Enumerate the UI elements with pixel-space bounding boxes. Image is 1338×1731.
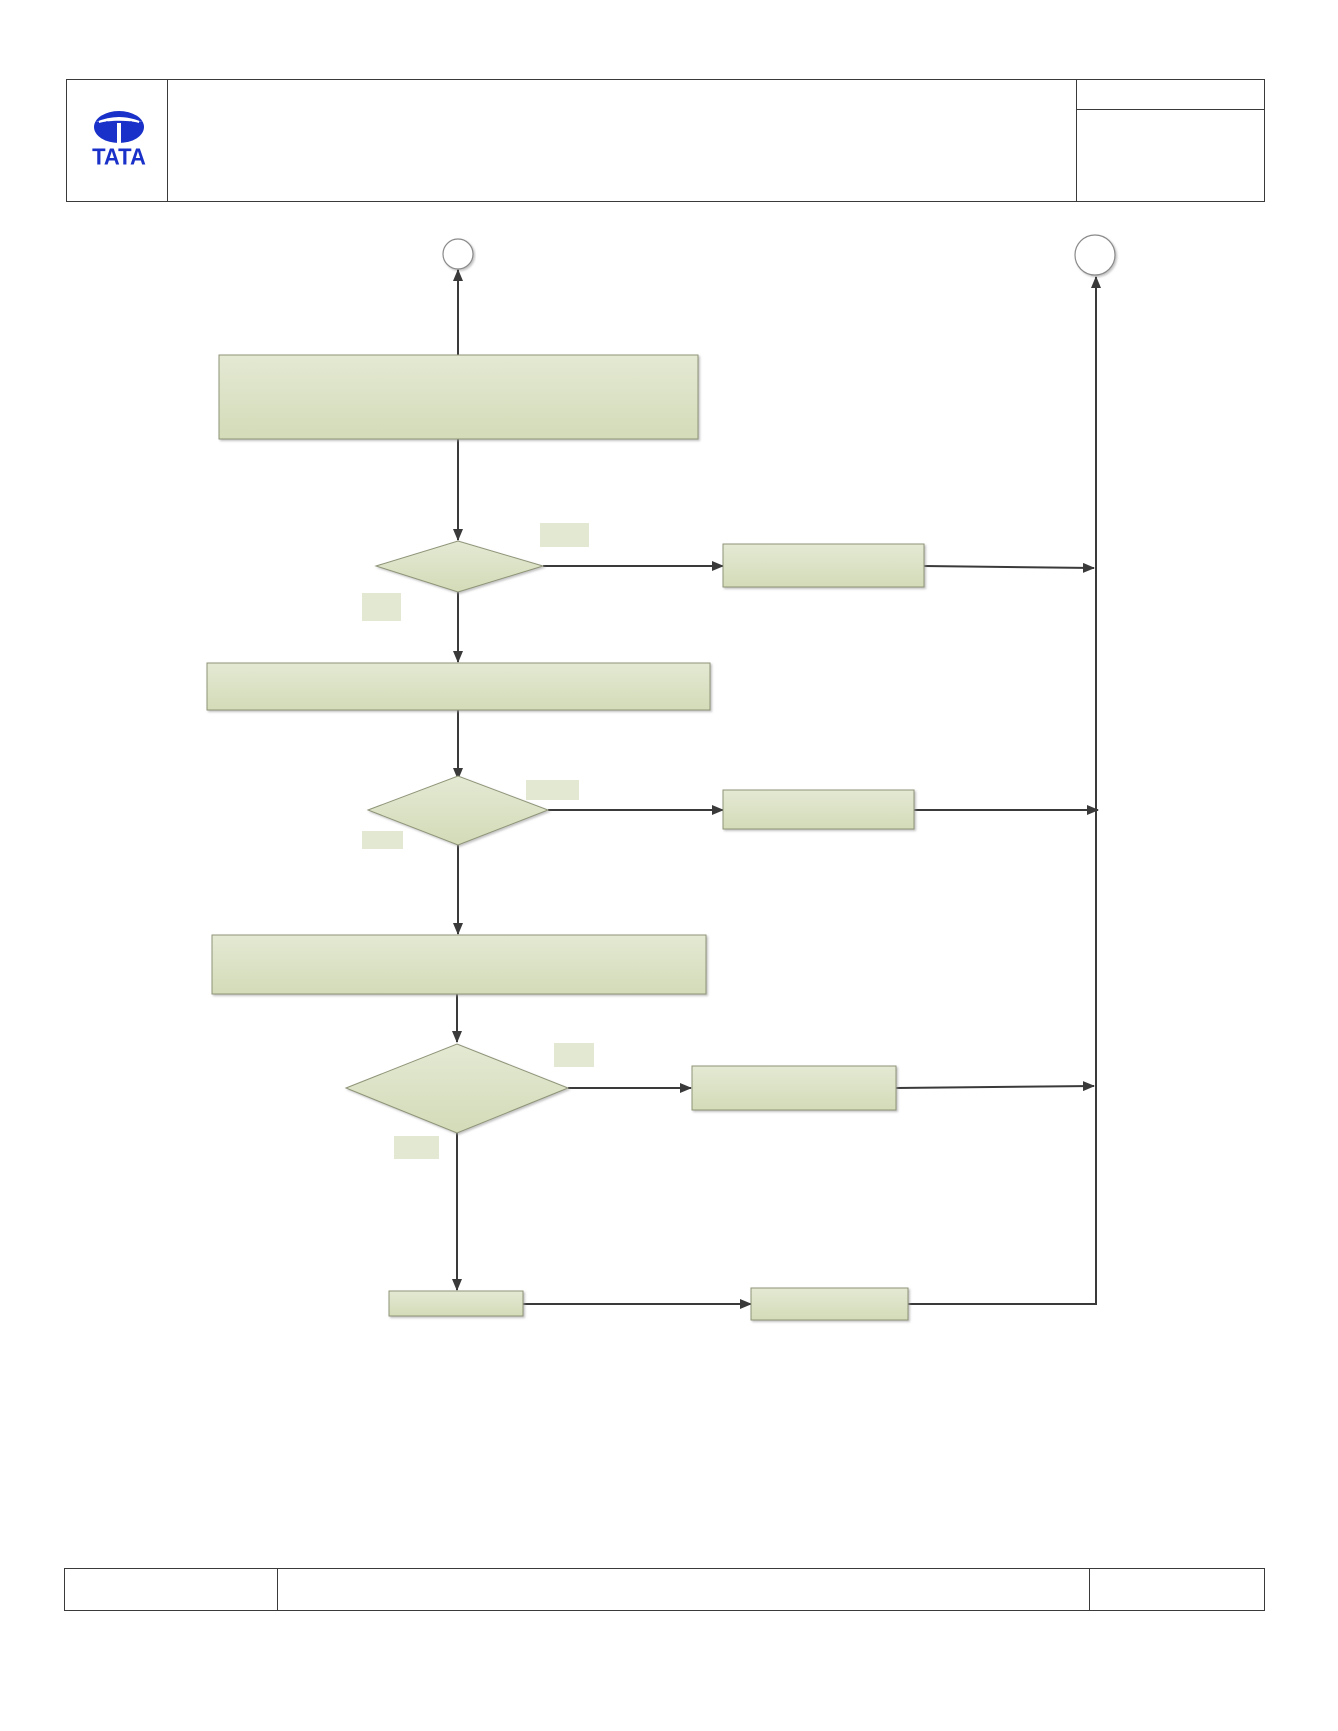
top-connector-left <box>442 238 474 270</box>
decision-3-yes-label <box>554 1043 594 1067</box>
decision-2 <box>366 775 550 846</box>
decision-1-no-label <box>362 593 401 621</box>
process-2 <box>206 662 711 711</box>
return-line <box>908 276 1101 1305</box>
process-4 <box>388 1290 524 1317</box>
footer-left-cell <box>64 1568 278 1611</box>
decision-1 <box>374 540 545 593</box>
decision-2-no-label <box>362 831 403 849</box>
side-action-2 <box>722 789 915 830</box>
tata-logo: TATA <box>84 106 154 172</box>
decision-2-yes-label <box>526 780 579 800</box>
decision-3 <box>344 1043 570 1134</box>
top-connector-right <box>1074 234 1116 276</box>
side-action-1 <box>722 543 925 588</box>
side-action-3 <box>691 1065 897 1111</box>
header-meta-divider <box>1076 79 1265 110</box>
header-logo-cell <box>66 79 168 202</box>
process-3 <box>211 934 707 995</box>
tata-logo-text: TATA <box>92 143 146 170</box>
tata-logo-icon <box>94 111 144 143</box>
process-1 <box>218 354 699 440</box>
arrow-side1-to-return <box>923 562 1095 573</box>
decision-1-yes-label <box>540 523 589 547</box>
arrow-side3-to-return <box>895 1081 1095 1092</box>
flow-lines <box>452 269 1101 1309</box>
decision-3-no-label <box>394 1136 439 1159</box>
side-action-4 <box>750 1287 909 1321</box>
footer-right-cell <box>1089 1568 1265 1611</box>
